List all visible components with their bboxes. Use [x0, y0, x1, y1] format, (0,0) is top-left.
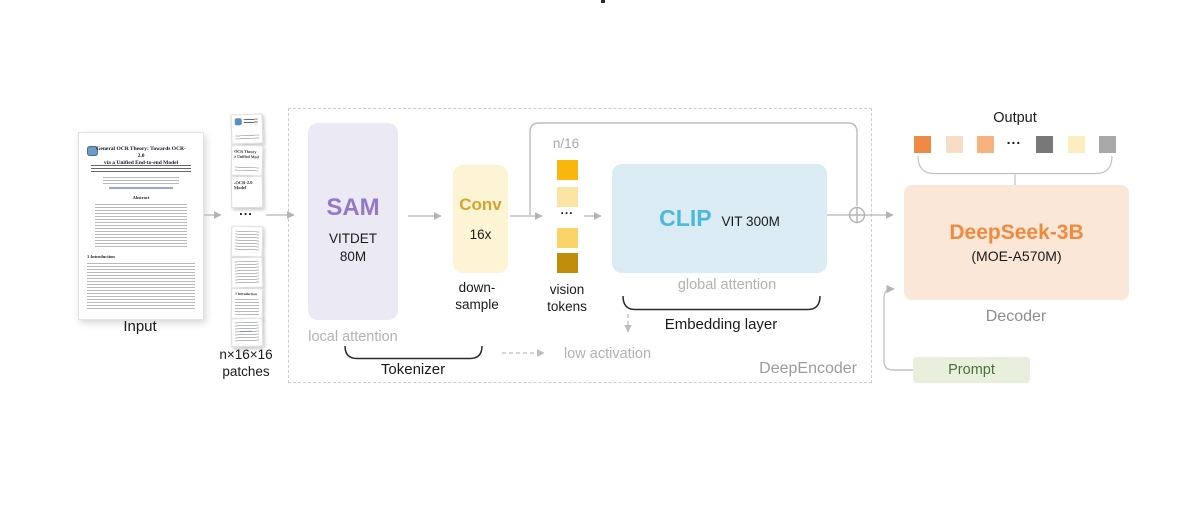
patch-logo-icon: [234, 118, 242, 126]
conv-block: [453, 165, 508, 273]
clip-subtitle: VIT 300M: [721, 214, 780, 229]
input-document-thumbnail: General OCR Theory: Towards OCR-2.0 via …: [78, 132, 204, 320]
patch-thumbnail: [230, 225, 264, 258]
output-token-square: [914, 136, 931, 153]
embedding-layer-label: Embedding layer: [664, 316, 778, 333]
paper-title-line1: General OCR Theory: Towards OCR-2.0: [96, 146, 186, 159]
prompt-to-decoder-line: [883, 284, 913, 371]
patch-lines: [234, 166, 259, 172]
deepencoder-label: DeepEncoder: [759, 360, 857, 377]
downsample-note-line1: down-: [458, 280, 496, 295]
vision-token-square: [557, 228, 578, 248]
output-ellipsis: ...: [1006, 131, 1022, 147]
patch-thumbnail: [230, 113, 264, 145]
downsample-note-line2: sample: [455, 297, 499, 312]
patches-caption-line1: n×16×16: [219, 347, 273, 362]
sam-title: SAM: [326, 194, 380, 221]
patch-thumbnail: [230, 256, 264, 289]
patch-lines: [234, 298, 260, 316]
sam-block: [308, 123, 398, 320]
vision-tokens-ellipsis: ...: [560, 203, 574, 217]
clip-title-row: CLIP VIT 300M: [612, 205, 827, 232]
sam-subtitle2: 80M: [339, 249, 367, 264]
patch-lines: [234, 260, 260, 285]
paper-abstract-body: [95, 204, 187, 247]
paper-url: [109, 187, 173, 189]
patch-lines: [234, 230, 260, 253]
paper-affiliations: [103, 177, 179, 185]
patches-caption-line2: patches: [222, 364, 270, 379]
paper-intro-heading: 1 Introduction: [87, 254, 115, 259]
deepencoder-boundary: [288, 108, 872, 383]
output-brace: [917, 155, 1113, 185]
patch-lines: [234, 321, 260, 344]
patch-thumbnail: [230, 317, 264, 348]
prompt-box: Prompt: [913, 357, 1030, 383]
paper-abstract-heading: Abstract: [132, 195, 150, 200]
low-activation-label: low activation: [564, 346, 652, 362]
conv-subtitle: 16x: [469, 227, 492, 242]
patch-lines: [235, 134, 260, 140]
clip-title: CLIP: [659, 205, 712, 231]
output-token-square: [1099, 136, 1116, 153]
global-attention-note: global attention: [677, 277, 777, 293]
output-label: Output: [993, 110, 1037, 126]
sam-subtitle1: VITDET: [328, 231, 377, 246]
paper-intro-body: [87, 263, 195, 311]
patches-ellipsis: ...: [239, 203, 253, 218]
patch-heading: 1 Introduction: [235, 291, 257, 297]
input-caption: Input: [123, 318, 157, 335]
prompt-label: Prompt: [948, 362, 995, 378]
vision-tokens-caption-line2: tokens: [547, 299, 587, 314]
conv-title: Conv: [459, 195, 502, 214]
n16-skip-label: n/16: [552, 136, 580, 151]
paper-title: General OCR Theory: Towards OCR-2.0 via …: [93, 146, 189, 167]
output-token-square: [946, 136, 963, 153]
decoder-caption: Decoder: [985, 308, 1047, 325]
patch-lines: [243, 118, 258, 126]
vision-tokens-caption-line1: vision: [549, 282, 585, 297]
deepseek-decoder-block: [904, 185, 1129, 300]
deepseek-title: DeepSeek-3B: [949, 221, 1084, 244]
deepseek-subtitle: (MOE-A570M): [971, 248, 1062, 264]
vision-token-square: [557, 253, 578, 273]
local-attention-note: local attention: [308, 329, 398, 345]
crop-artifact: [601, 0, 605, 3]
output-token-square: [1068, 136, 1085, 153]
tokenizer-brace-label: Tokenizer: [380, 361, 446, 378]
paper-title-line2: via a Unified End-to-end Model: [103, 160, 179, 166]
patch-thumbnail: 1 Introduction: [230, 287, 264, 320]
output-token-square: [977, 136, 994, 153]
paper-logo-icon: [87, 146, 98, 156]
output-token-square: [1036, 136, 1053, 153]
paper-authors: [91, 165, 191, 173]
vision-token-square: [557, 160, 578, 180]
